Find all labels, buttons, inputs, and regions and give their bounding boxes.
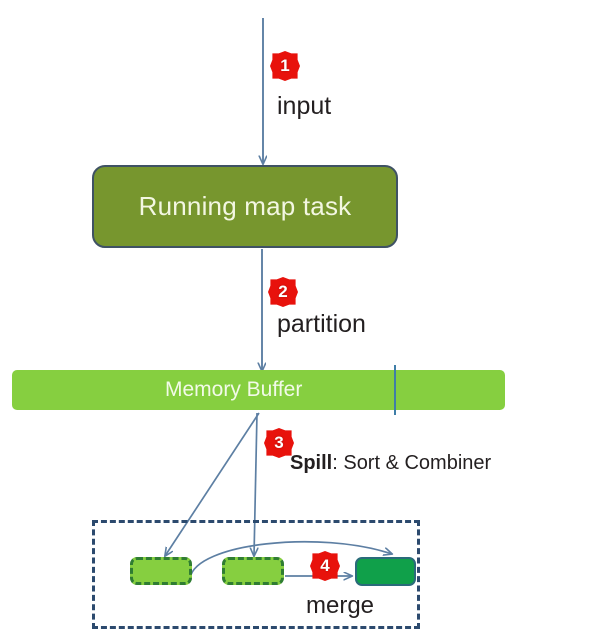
spill-files-group	[92, 520, 420, 629]
merged-output-file-box[interactable]	[355, 557, 416, 586]
memory-buffer-node[interactable]: Memory Buffer	[12, 370, 505, 410]
spill-file-box-1[interactable]	[130, 557, 192, 585]
running-map-task-label: Running map task	[138, 191, 352, 221]
spill-label-rest: : Sort & Combiner	[332, 452, 492, 474]
step-badge-3: 3	[264, 428, 294, 458]
spill-label-bold: Spill	[290, 452, 333, 474]
spill-file-box-2[interactable]	[222, 557, 284, 585]
input-label: input	[277, 92, 332, 120]
running-map-task-node[interactable]: Running map task	[92, 165, 398, 248]
merge-label: merge	[306, 592, 375, 619]
spill-label: Spill: Sort & Combiner	[290, 452, 491, 475]
step-badge-4: 4	[310, 551, 340, 581]
partition-label: partition	[277, 310, 366, 338]
step-badge-1: 1	[270, 51, 300, 81]
step-badge-2: 2	[268, 277, 298, 307]
memory-buffer-label: Memory Buffer	[165, 378, 303, 401]
memory-buffer-partition-divider	[394, 365, 396, 415]
